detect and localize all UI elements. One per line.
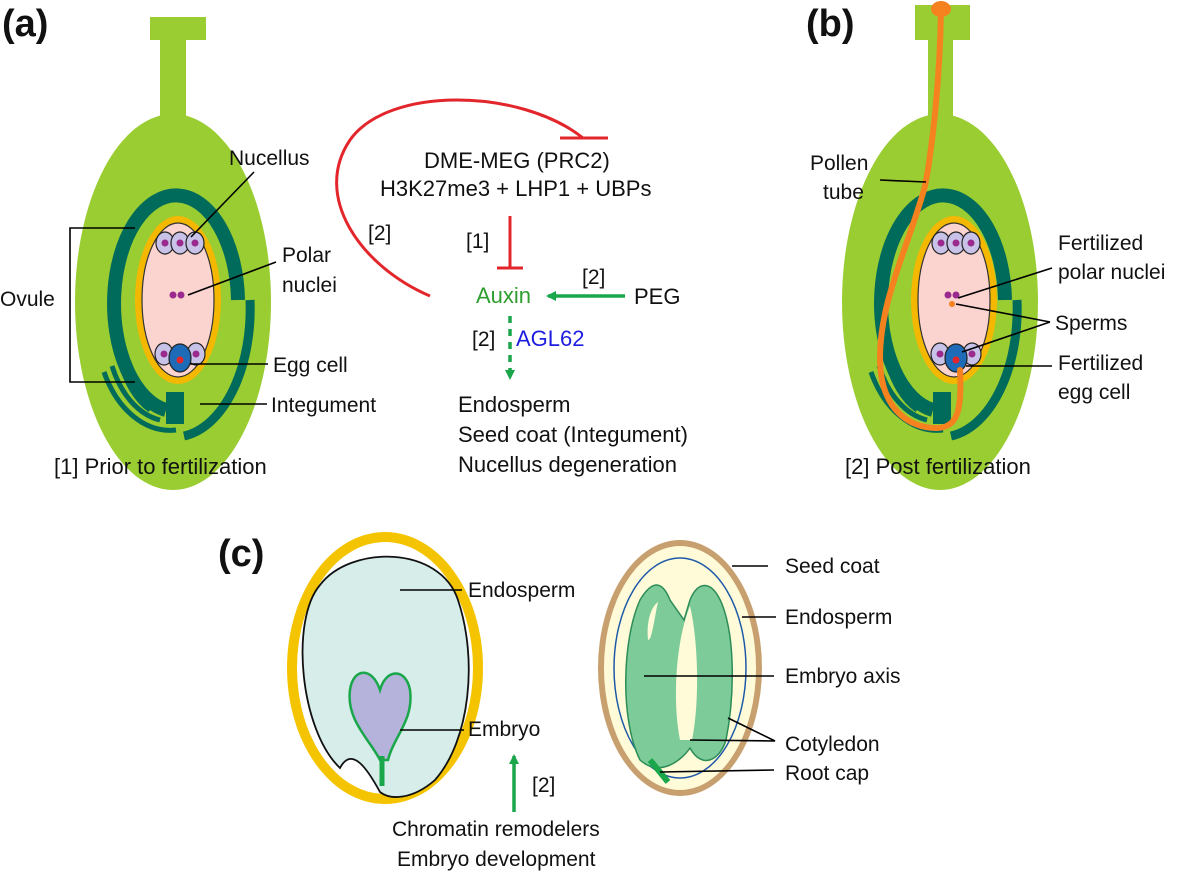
tag-repress-loop: [2] [368, 222, 391, 245]
repress-loop [335, 98, 584, 298]
cotyledon-gap-2 [647, 602, 658, 640]
label-sperms: Sperms [1055, 312, 1127, 335]
panel-c: (c) [218, 532, 901, 871]
inner-integument-b2 [949, 299, 1022, 441]
panel-a-label: (a) [2, 3, 48, 45]
label-fertilized-egg-1: Fertilized [1058, 352, 1143, 375]
panel-c-label: (c) [218, 533, 264, 575]
embryo-sac-b [917, 222, 991, 378]
label-fertilized-polar-2: polar nuclei [1058, 261, 1165, 284]
embryo-sac-a [141, 222, 215, 378]
young-embryo [348, 671, 412, 762]
label-integument: Integument [271, 394, 376, 417]
mature-seed [598, 540, 762, 796]
auxin-label: Auxin [476, 283, 531, 308]
label-cotyledon: Cotyledon [785, 733, 880, 756]
label-root-cap: Root cap [785, 762, 869, 785]
agl62-label: AGL62 [516, 326, 585, 351]
caption-b: [2] Post fertilization [845, 454, 1031, 479]
peg-label: PEG [634, 284, 680, 309]
panel-b: (b) [806, 1, 1165, 490]
ovule-a [75, 17, 271, 490]
sperm-b [949, 301, 955, 307]
label-seed-coat: Seed coat [785, 555, 880, 578]
complex-line-2: H3K27me3 + LHP1 + UBPs [380, 176, 651, 201]
panel-b-label: (b) [806, 3, 855, 45]
leader-lines-c [400, 565, 776, 773]
leader-lines-b [879, 179, 1053, 367]
label-egg-cell: Egg cell [273, 354, 348, 377]
label-chromatin: Chromatin remodelers [392, 818, 600, 841]
label-pollen-1: Pollen [810, 152, 868, 175]
inner-integument-b [874, 188, 1012, 417]
micropyle-b [933, 392, 951, 424]
label-endosperm-left: Endosperm [468, 579, 575, 602]
pollen-tube-b [876, 7, 964, 432]
tag-chromatin: [2] [532, 774, 555, 797]
label-nucellus: Nucellus [229, 147, 310, 170]
funiculus-a [150, 17, 206, 125]
ovule-b [842, 1, 1038, 490]
label-polar-2: nuclei [282, 274, 337, 297]
inner-integument-a [107, 188, 245, 417]
egg-apparatus-b [930, 342, 982, 373]
label-fertilized-egg-2: egg cell [1058, 381, 1130, 404]
young-endosperm [301, 555, 470, 798]
fertilized-polar-nucleus-b [944, 291, 952, 299]
tag-repress: [1] [466, 230, 489, 253]
label-embryo-development: Embryo development [397, 848, 596, 871]
outcome-3: Nucellus degeneration [458, 452, 677, 477]
cotyledon-gap [675, 606, 698, 740]
young-seed [287, 532, 483, 804]
pollen-grain-b [931, 1, 951, 17]
label-embryo: Embryo [468, 718, 540, 741]
label-pollen-2: tube [823, 181, 864, 204]
tag-peg: [2] [582, 266, 605, 289]
leader-lines-a [69, 171, 277, 405]
polar-nucleus-a [169, 291, 177, 299]
label-endosperm-right: Endosperm [785, 606, 892, 629]
caption-a: [1] Prior to fertilization [54, 454, 267, 479]
mature-inner-line [613, 557, 747, 779]
label-ovule: Ovule [0, 288, 55, 311]
tag-agl: [2] [472, 328, 495, 351]
complex-line-1: DME-MEG (PRC2) [424, 148, 610, 173]
polar-nucleus-a2 [177, 291, 185, 299]
outcome-1: Endosperm [458, 392, 571, 417]
outcome-2: Seed coat (Integument) [458, 422, 688, 447]
fertilized-polar-nucleus-b2 [952, 291, 960, 299]
integument-layers-a [101, 359, 177, 433]
panel-a: (a) [0, 3, 376, 490]
micropyle-a [166, 392, 184, 424]
egg-apparatus-a [154, 342, 206, 373]
antipodal-cells-b [931, 231, 981, 255]
label-fertilized-polar-1: Fertilized [1058, 232, 1143, 255]
pathway: [2] DME-MEG (PRC2) H3K27me3 + LHP1 + UBP… [335, 98, 688, 477]
label-polar-1: Polar [282, 244, 331, 267]
funiculus-b [915, 5, 970, 125]
inner-integument-a2 [182, 299, 255, 441]
antipodal-cells-a [155, 231, 205, 255]
mature-root-cap [647, 758, 671, 784]
label-embryo-axis: Embryo axis [785, 665, 901, 688]
